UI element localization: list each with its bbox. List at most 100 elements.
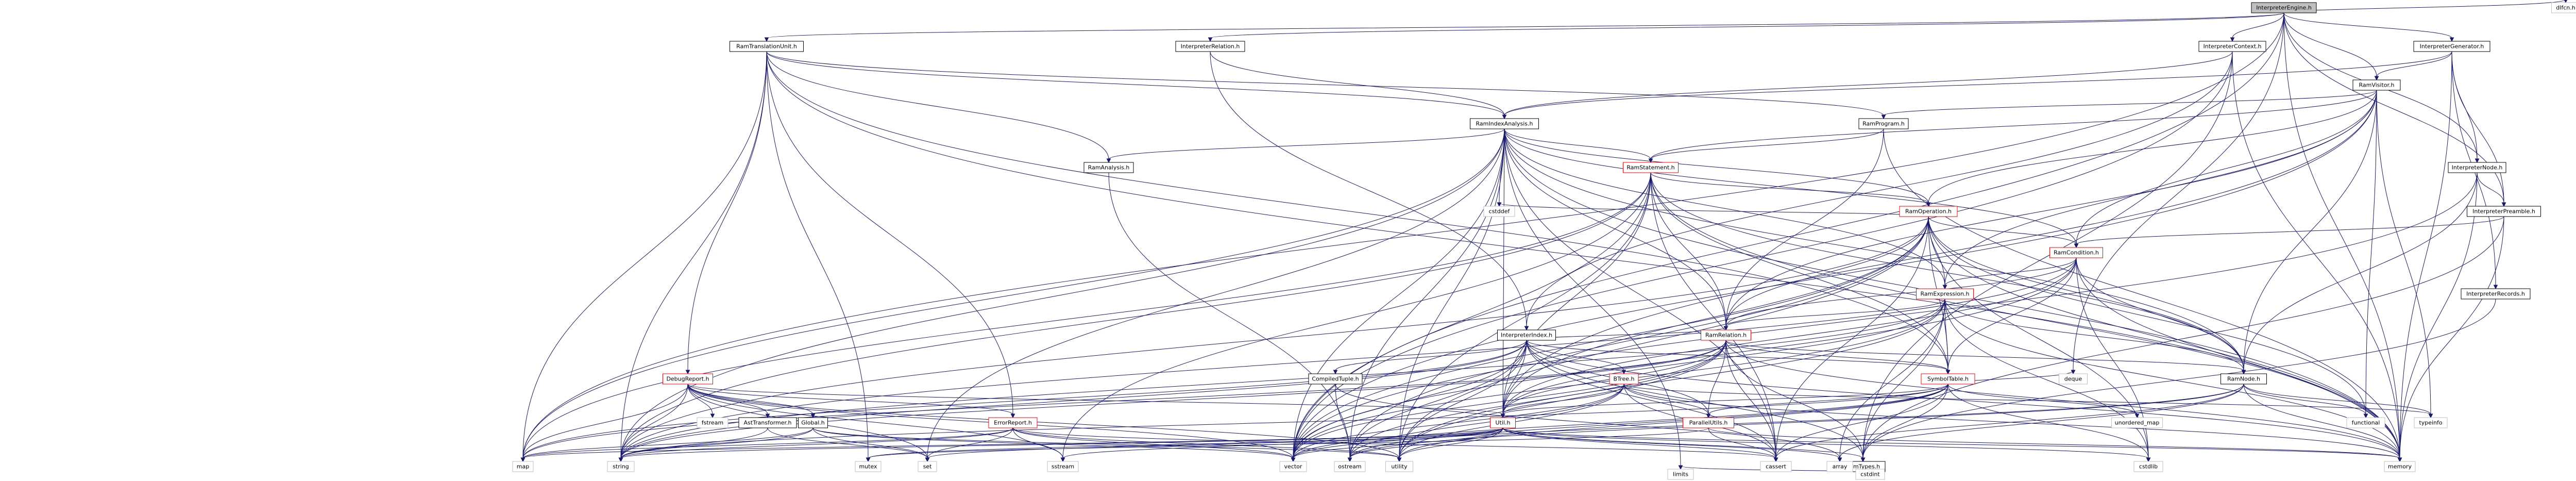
edge-ram_visitor-to-typeinfo xyxy=(2376,90,2431,415)
node-box xyxy=(988,417,1038,428)
edge-interpreter_generator-to-ram_visitor xyxy=(2376,51,2452,77)
edge-ram_statement-to-map xyxy=(522,172,1651,459)
edge-error_report-to-map xyxy=(522,427,1013,459)
node-btree[interactable]: BTree.h xyxy=(1609,373,1639,385)
node-ram-expression[interactable]: RamExpression.h xyxy=(1916,288,1974,300)
node-box xyxy=(2111,417,2163,428)
arrowhead-interpreter_node-to-interpreter_preamble xyxy=(2501,202,2506,207)
node-label: mutex xyxy=(859,463,877,470)
edge-ram_visitor-to-util xyxy=(1502,90,2377,415)
edge-ram_operation-to-cstdlib xyxy=(1928,216,2149,459)
edge-interpreter_index-to-map xyxy=(522,340,1527,459)
node-interpreter-relation[interactable]: InterpreterRelation.h xyxy=(1175,41,1245,52)
arrowhead-ram_translation_unit-to-debug_report xyxy=(685,370,690,375)
node-ram-statement[interactable]: RamStatement.h xyxy=(1623,162,1679,173)
node-debug-report[interactable]: DebugReport.h xyxy=(663,373,713,385)
node-dlfcn: dlfcn.h xyxy=(2551,2,2576,13)
arrowhead-ram_operation-to-cstddef xyxy=(1497,202,1502,207)
edge-interpreter_records-to-ram_types xyxy=(1862,298,2496,459)
edge-debug_report-to-fstream xyxy=(687,384,713,415)
arrowhead-interpreter_index-to-ram_relation xyxy=(1723,326,1728,331)
edge-interpreter_node-to-vector xyxy=(1293,172,2478,459)
node-ram-analysis[interactable]: RamAnalysis.h xyxy=(1083,162,1134,173)
edge-interpreter_preamble-to-ram_types xyxy=(1862,216,2504,459)
arrowhead-util-to-ram_types xyxy=(1860,457,1866,462)
edge-btree-to-parallel_utils xyxy=(1623,384,1709,415)
edge-root-to-map xyxy=(522,12,2284,459)
arrowhead-ram_index_analysis-to-ram_analysis xyxy=(1106,158,1111,163)
node-array: array xyxy=(1826,461,1853,472)
node-box xyxy=(1175,41,1245,52)
node-label: RamRelation.h xyxy=(1705,332,1747,339)
arrowhead-symbol_table-to-parallel_utils xyxy=(1706,413,1711,419)
node-box xyxy=(1916,288,1974,300)
edge-ram_condition-to-ram_expression xyxy=(1944,257,2077,286)
node-vector: vector xyxy=(1279,461,1307,472)
edge-ram_operation-to-cassert xyxy=(1775,216,1929,459)
node-label: sstream xyxy=(1052,463,1074,470)
edge-ram_index_analysis-to-cassert xyxy=(1504,128,1776,459)
node-interpreter-index[interactable]: InterpreterIndex.h xyxy=(1497,329,1556,341)
edge-root-to-interpreter_context xyxy=(2232,12,2284,39)
edge-ram_visitor-to-ram_relation xyxy=(1725,90,2377,327)
arrowhead-root-to-interpreter_relation xyxy=(1208,37,1213,42)
node-label: InterpreterNode.h xyxy=(2452,164,2503,171)
edge-ram_operation-to-ram_condition xyxy=(1928,216,2077,245)
node-label: cstdlib xyxy=(2139,463,2158,470)
edge-interpreter_relation-to-interpreter_index xyxy=(1210,51,1527,327)
edge-symbol_table-to-unordered_map xyxy=(1947,384,2138,415)
node-interpreter-preamble[interactable]: InterpreterPreamble.h xyxy=(2467,206,2541,217)
arrowhead-interpreter_node-to-ram_node xyxy=(2241,370,2246,375)
node-ram-translation-unit[interactable]: RamTranslationUnit.h xyxy=(730,41,804,52)
node-interpreter-records[interactable]: InterpreterRecords.h xyxy=(2461,288,2531,300)
edge-ram_operation-to-ram_relation xyxy=(1725,216,1929,327)
edge-ram_statement-to-vector xyxy=(1293,172,1651,459)
node-utility: utility xyxy=(1385,461,1413,472)
node-global[interactable]: Global.h xyxy=(798,417,828,428)
arrowhead-root-to-interpreter_generator xyxy=(2449,37,2454,42)
node-box xyxy=(1279,461,1307,472)
node-label: RamTypes.h xyxy=(1846,463,1880,470)
arrowhead-ram_statement-to-ram_operation xyxy=(1926,202,1931,207)
edge-root-to-interpreter_relation xyxy=(1210,12,2284,39)
arrowhead-ram_types-to-limits xyxy=(1678,465,1683,470)
node-label: cstddef xyxy=(1489,208,1511,215)
node-label: CompiledTuple.h xyxy=(1312,376,1359,383)
node-label: RamTranslationUnit.h xyxy=(736,43,797,50)
node-ram-operation[interactable]: RamOperation.h xyxy=(1899,206,1958,217)
node-ram-relation[interactable]: RamRelation.h xyxy=(1701,329,1751,341)
arrowhead-symbol_table-to-unordered_map xyxy=(2134,413,2140,419)
edge-layer xyxy=(520,0,2568,472)
node-root[interactable]: InterpreterEngine.h xyxy=(2251,2,2317,13)
node-ram-index-analysis[interactable]: RamIndexAnalysis.h xyxy=(1470,118,1539,129)
node-box xyxy=(2413,41,2490,52)
node-box xyxy=(2221,373,2267,385)
node-ram-program[interactable]: RamProgram.h xyxy=(1858,118,1909,129)
edge-ram_operation-to-util xyxy=(1502,216,1929,415)
node-interpreter-generator[interactable]: InterpreterGenerator.h xyxy=(2413,41,2490,52)
node-ast-transformer[interactable]: AstTransformer.h xyxy=(738,417,797,428)
node-interpreter-context[interactable]: InterpreterContext.h xyxy=(2198,41,2266,52)
edge-debug_report-to-string xyxy=(620,384,688,459)
node-label: ParallelUtils.h xyxy=(1689,420,1728,426)
node-typeinfo: typeinfo xyxy=(2414,417,2448,428)
node-symbol-table[interactable]: SymbolTable.h xyxy=(1921,373,1975,385)
node-compiled-tuple[interactable]: CompiledTuple.h xyxy=(1308,373,1363,385)
node-ram-node[interactable]: RamNode.h xyxy=(2221,373,2267,385)
edge-ram_translation_unit-to-memory xyxy=(766,51,2400,459)
node-interpreter-node[interactable]: InterpreterNode.h xyxy=(2448,162,2506,173)
node-parallel-utils[interactable]: ParallelUtils.h xyxy=(1683,417,1734,428)
node-error-report[interactable]: ErrorReport.h xyxy=(988,417,1038,428)
edge-root-to-ram_translation_unit xyxy=(766,12,2284,39)
node-ram-visitor[interactable]: RamVisitor.h xyxy=(2352,79,2401,91)
edge-ram_relation-to-string xyxy=(620,340,1726,459)
edge-ram_node-to-array xyxy=(1839,384,2244,459)
edge-ram_index_analysis-to-ram_expression xyxy=(1504,128,1945,286)
edge-ram_index_analysis-to-ram_relation xyxy=(1504,128,1726,327)
node-util[interactable]: Util.h xyxy=(1490,417,1516,428)
node-ram-condition[interactable]: RamCondition.h xyxy=(2049,247,2103,258)
node-box xyxy=(1385,461,1413,472)
edge-ram_translation_unit-to-debug_report xyxy=(687,51,767,371)
edge-global-to-string xyxy=(620,427,814,459)
